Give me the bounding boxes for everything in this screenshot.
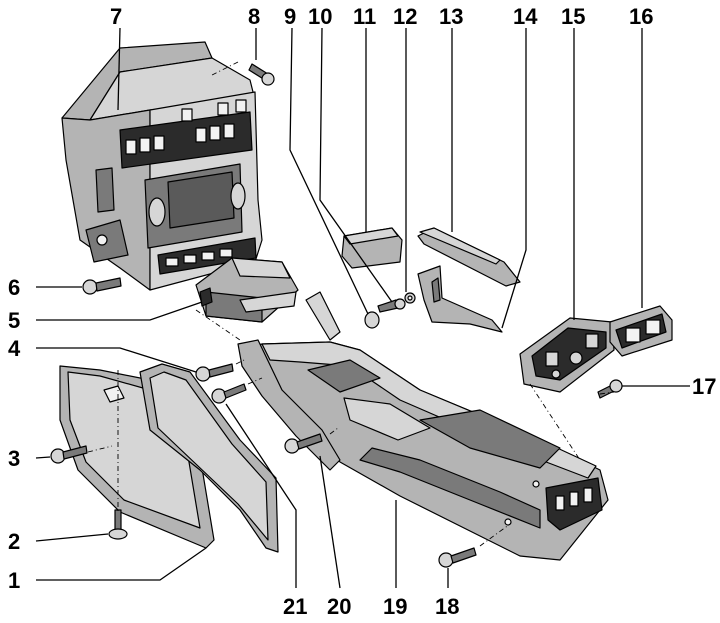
callout-9: 9 [284, 4, 296, 29]
screw-3 [50, 445, 88, 464]
callout-13: 13 [439, 4, 463, 29]
callout-18: 18 [435, 594, 459, 619]
switch-bezel [609, 305, 673, 357]
callout-8: 8 [248, 4, 260, 29]
button-row-upper [125, 99, 247, 155]
grommet [364, 311, 380, 329]
bolt-small [377, 298, 406, 313]
washer [404, 292, 416, 304]
callout-20: 20 [327, 594, 351, 619]
alignment-lines [87, 61, 615, 547]
screw-20 [284, 433, 323, 454]
storage-tray [195, 257, 299, 323]
grip-cover [341, 227, 403, 269]
screw-8 [248, 63, 275, 86]
callout-12: 12 [393, 4, 417, 29]
handbrake-bracket [417, 265, 503, 333]
side-trim-panel-inner [139, 363, 279, 553]
callout-6: 6 [8, 275, 20, 300]
callout-7: 7 [110, 4, 122, 29]
callout-15: 15 [561, 4, 585, 29]
storage-bin [419, 409, 561, 469]
callout-21: 21 [283, 594, 307, 619]
cup-holder-well [307, 359, 381, 393]
callout-4: 4 [8, 336, 21, 361]
screw-17 [597, 379, 623, 399]
callout-2: 2 [8, 529, 20, 554]
center-stack-housing [61, 41, 263, 291]
switch-panel [519, 317, 615, 393]
screw-6 [82, 277, 122, 295]
callout-1: 1 [8, 568, 20, 593]
leader-lines [35, 27, 690, 589]
callout-10: 10 [308, 4, 332, 29]
handbrake-cover [417, 227, 521, 287]
callout-16: 16 [629, 4, 653, 29]
callout-5: 5 [8, 308, 20, 333]
screw-4 [195, 363, 234, 382]
callout-11: 11 [353, 4, 376, 29]
console-front-tip [305, 291, 341, 341]
callout-14: 14 [513, 4, 538, 29]
callout-19: 19 [383, 594, 407, 619]
climate-dial-right [230, 182, 246, 210]
display-screen [167, 171, 235, 229]
callout-3: 3 [8, 446, 20, 471]
screw-2 [108, 509, 128, 540]
screw-18 [438, 547, 477, 568]
callout-17: 17 [692, 374, 716, 399]
trim-clip [103, 385, 125, 403]
screw-21 [211, 383, 247, 404]
callout-labels: 1 2 3 4 5 6 7 8 9 10 11 12 13 14 15 16 1… [8, 4, 716, 619]
climate-dial-left [148, 197, 166, 227]
